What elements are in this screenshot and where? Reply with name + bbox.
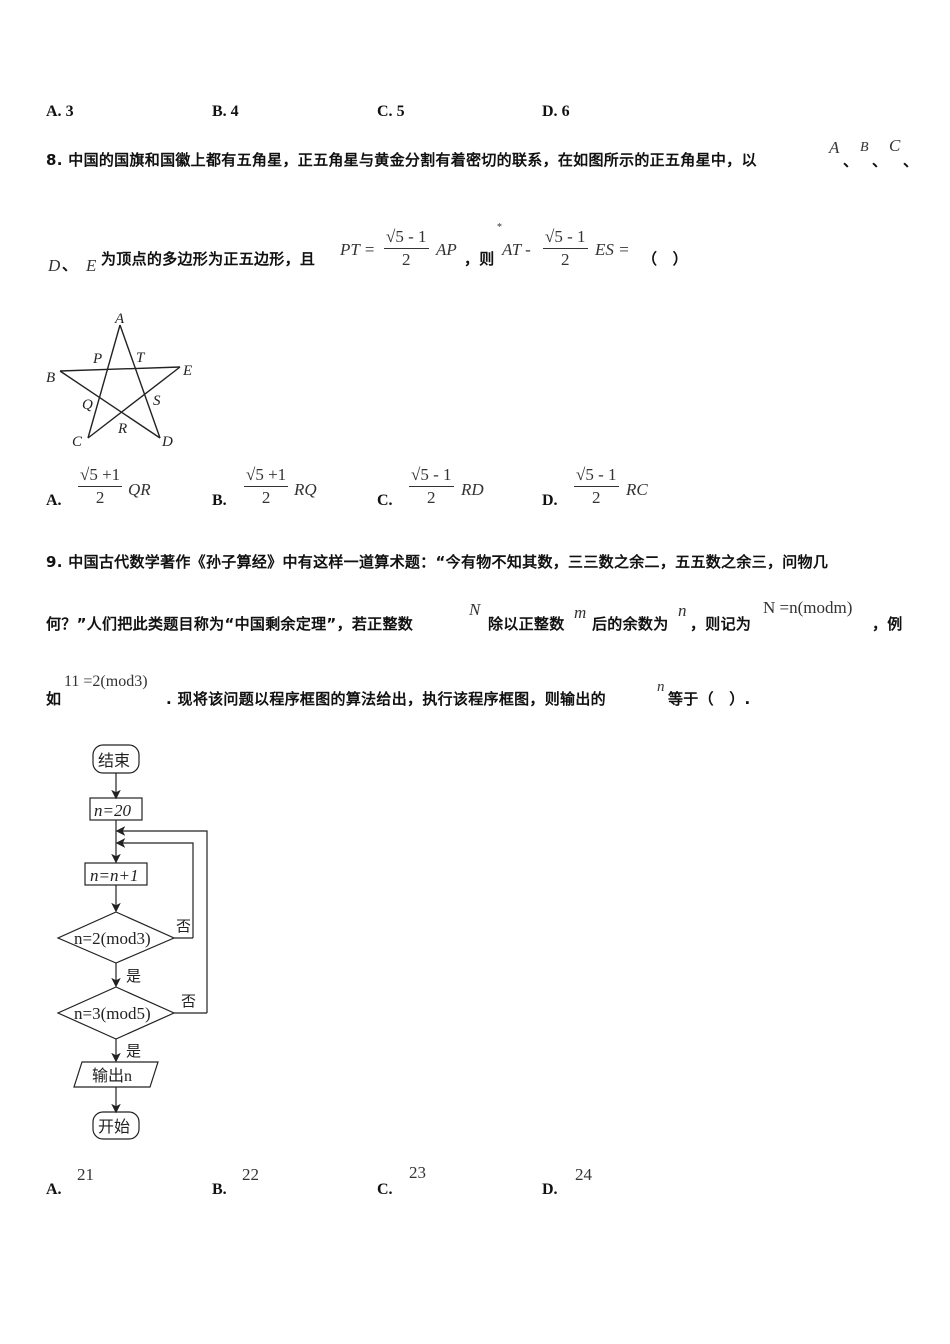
answer-blank: （ ） — [642, 250, 688, 268]
label-p: P — [92, 351, 102, 367]
label-r: R — [117, 421, 127, 437]
svg-text:否: 否 — [176, 919, 191, 935]
label-c: C — [72, 434, 83, 450]
expr-last: ES = — [595, 240, 630, 259]
svg-text:是: 是 — [126, 969, 141, 985]
pentagram-figure: A B C D E P T Q R S — [46, 311, 192, 450]
svg-text:结束: 结束 — [98, 752, 130, 770]
label-q: Q — [82, 397, 93, 413]
svg-text:是: 是 — [126, 1044, 141, 1060]
svg-text:n=n+1: n=n+1 — [90, 866, 138, 885]
svg-text:否: 否 — [181, 994, 196, 1010]
q9-line1: 9. 中国古代数学著作《孙子算经》中有这样一道算术题：“今有物不知其数，三三数之… — [46, 553, 829, 571]
label-d: D — [161, 434, 173, 450]
label-t: T — [136, 350, 146, 366]
expr-first: AT - — [502, 240, 531, 259]
vector-mark: * — [497, 222, 502, 233]
svg-text:n=3(mod5): n=3(mod5) — [74, 1004, 151, 1023]
svg-text:输出n: 输出n — [92, 1067, 132, 1085]
var-n-upper: N — [469, 600, 481, 619]
vertex-a: A — [829, 138, 840, 157]
given-fraction: √5 - 1 2 — [384, 227, 429, 269]
end-terminal — [92, 1111, 140, 1140]
vertex-c: C — [889, 136, 901, 155]
label-e: E — [182, 363, 192, 379]
q8-line1: 8. 中国的国旗和国徽上都有五角星，正五角星与黄金分割有着密切的联系，在如图所示… — [46, 151, 757, 169]
prev-option-b[interactable]: B. 4 — [212, 103, 239, 120]
label-s: S — [153, 393, 161, 409]
expr-fraction: √5 - 1 2 — [543, 227, 588, 269]
label-b: B — [46, 370, 55, 386]
q9-line2: 何？”人们把此类题目称为“中国剩余定理”，若正整数 — [46, 615, 414, 633]
mod-example: 11 =2(mod3) — [64, 673, 148, 690]
given-rhs: AP — [436, 240, 457, 259]
prev-option-c[interactable]: C. 5 — [377, 103, 405, 120]
q8-number: 8. — [46, 151, 63, 169]
mod-notation: N =n(modm) — [763, 598, 853, 617]
vertex-d: D — [48, 256, 61, 275]
svg-text:开始: 开始 — [98, 1118, 130, 1136]
vertex-e: E — [86, 256, 97, 275]
q9-number: 9. — [46, 553, 63, 571]
output-box — [73, 1061, 159, 1088]
prev-option-d[interactable]: D. 6 — [542, 103, 570, 120]
svg-text:n=20: n=20 — [94, 801, 131, 820]
var-m: m — [574, 603, 587, 622]
vertex-b: B — [860, 140, 869, 155]
svg-text:n=2(mod3): n=2(mod3) — [74, 929, 151, 948]
given-lhs: PT = — [340, 240, 376, 259]
prev-option-a[interactable]: A. 3 — [46, 103, 74, 120]
label-a: A — [114, 311, 125, 327]
flowchart: 结束 n=20 n=n+1 n=2(mod3) 否 是 n=3(mod5) 否 … — [56, 744, 208, 1140]
var-n: n — [678, 601, 687, 620]
